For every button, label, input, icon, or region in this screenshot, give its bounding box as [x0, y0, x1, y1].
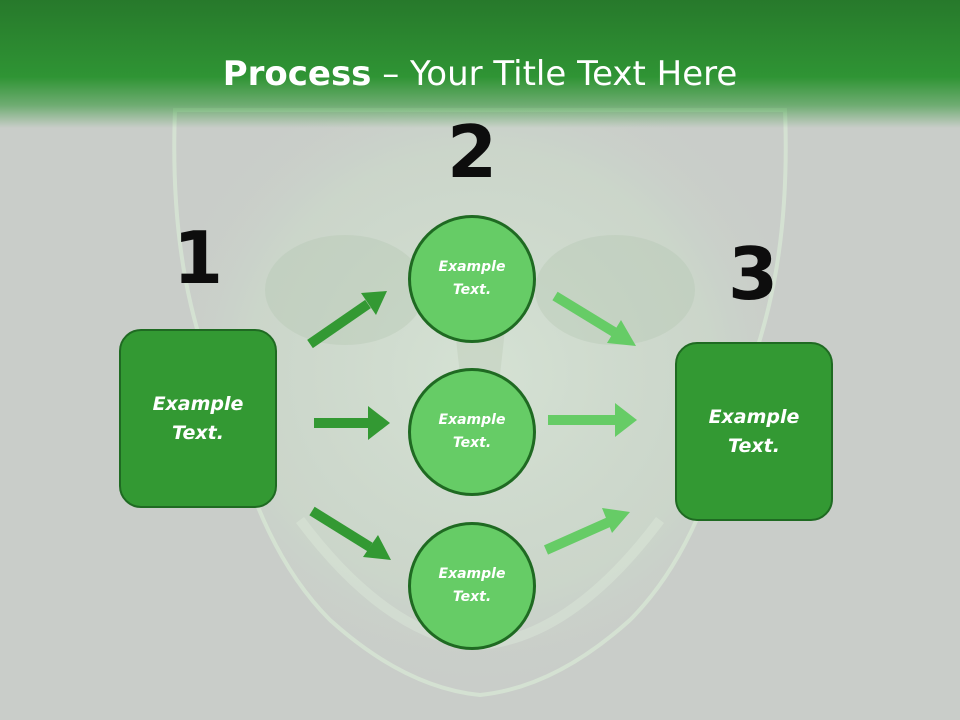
arrow-top-to-step3	[552, 291, 636, 346]
step-2-circle-top-text: Example Text.	[438, 259, 506, 298]
step-3-text: Example Text.	[708, 405, 800, 457]
step-2-circle-middle-text: Example Text.	[438, 412, 506, 451]
arrow-step1-to-bottom	[309, 506, 391, 560]
title-bold: Process	[222, 54, 372, 94]
step-2-circle-bottom-text: Example Text.	[438, 566, 506, 605]
step-2-circle-middle: Example Text.	[408, 368, 536, 496]
step-1-text: Example Text.	[152, 392, 244, 444]
slide-title: Process – Your Title Text Here	[0, 52, 960, 96]
arrow-middle-to-step3	[548, 403, 637, 437]
step-3-box: Example Text.	[675, 342, 833, 521]
step-1-box: Example Text.	[119, 329, 277, 508]
step-number-3: 3	[727, 232, 779, 316]
step-number-1: 1	[172, 216, 224, 300]
title-rest: – Your Title Text Here	[371, 54, 738, 94]
title-banner: Process – Your Title Text Here	[0, 0, 960, 128]
arrow-step1-to-middle	[314, 406, 390, 440]
arrow-step1-to-top	[307, 291, 387, 349]
step-2-circle-bottom: Example Text.	[408, 522, 536, 650]
step-number-2: 2	[446, 110, 498, 194]
step-2-circle-top: Example Text.	[408, 215, 536, 343]
arrow-bottom-to-step3	[543, 508, 630, 555]
